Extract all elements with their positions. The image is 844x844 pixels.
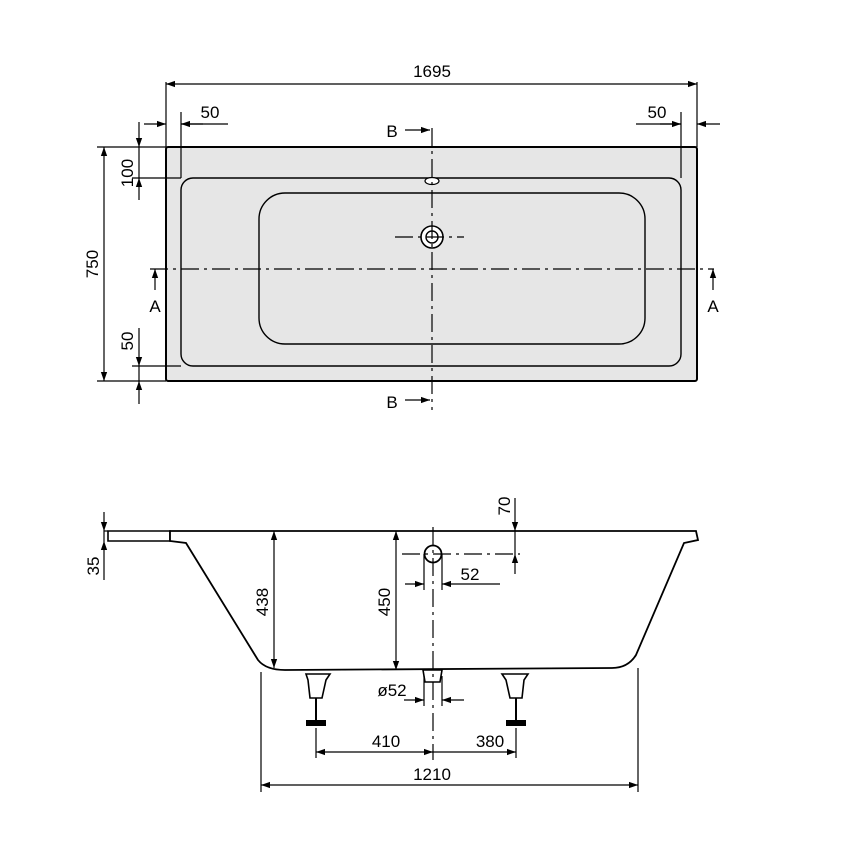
- dim-rim-left: 50: [201, 103, 220, 122]
- foot-right: [500, 673, 530, 726]
- dim-depth-center: 450: [375, 588, 394, 616]
- section-b-top-label: B: [386, 122, 397, 141]
- dim-rim-right: 50: [648, 103, 667, 122]
- tub-rim-profile: [107, 530, 171, 542]
- dim-overflow-offset: 70: [495, 497, 514, 516]
- dim-waste-diameter: ø52: [377, 681, 406, 700]
- dim-base-length: 1210: [413, 765, 451, 784]
- dim-overall-length: 1695: [413, 62, 451, 81]
- dim-depth-side: 438: [253, 588, 272, 616]
- dim-rim-front: 50: [118, 332, 137, 351]
- section-a-right-label: A: [707, 297, 719, 316]
- dim-rim-back: 100: [118, 159, 137, 187]
- section-b-bottom-label: B: [386, 393, 397, 412]
- tub-body-profile: [169, 530, 700, 671]
- dim-leg-left: 410: [372, 732, 400, 751]
- dim-overall-width: 750: [83, 250, 102, 278]
- dim-overflow-diameter: 52: [461, 565, 480, 584]
- foot-left: [304, 673, 332, 726]
- dim-leg-right: 380: [476, 732, 504, 751]
- top-view: 1695 50 50 750 100 50 A A: [83, 62, 720, 412]
- side-view: 35 438 450 70 52 ø52 410 380: [84, 497, 700, 792]
- dim-rim-height: 35: [84, 557, 103, 576]
- section-a-left-label: A: [149, 297, 161, 316]
